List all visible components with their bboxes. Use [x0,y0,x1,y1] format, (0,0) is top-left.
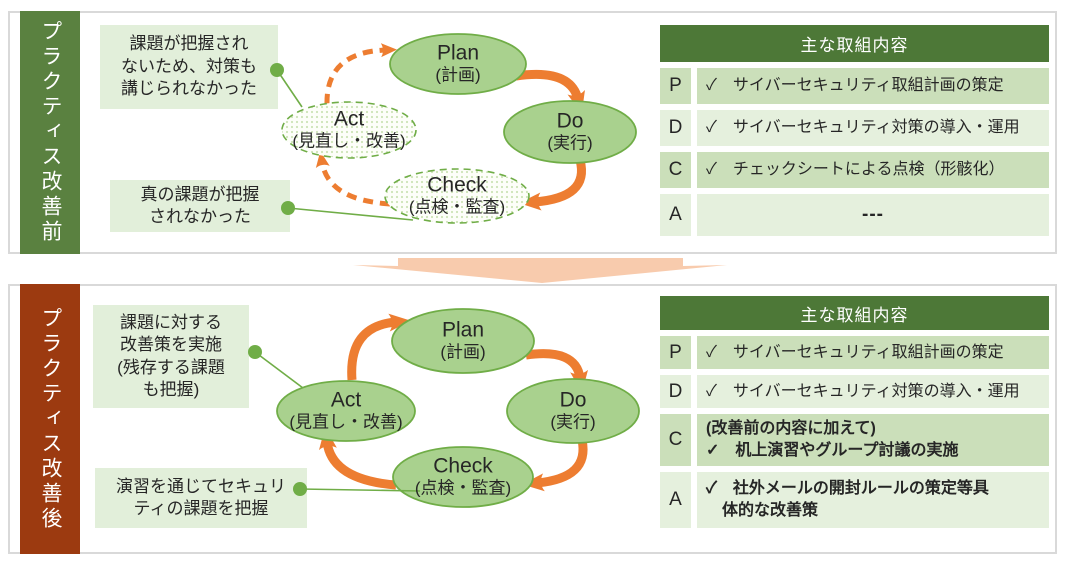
node-sub: (見直し・改善) [292,131,406,151]
row-text: ✓ 社外メールの開封ルールの策定等具 体的な改善策 [697,472,1049,528]
row-text: ✓ チェックシートによる点検（形骸化） [697,152,1049,188]
after-table-row-a: A ✓ 社外メールの開封ルールの策定等具 体的な改善策 [660,472,1049,528]
row-text-value: ✓ サイバーセキュリティ取組計画の策定 [706,343,1004,361]
after-check-label: Check (点検・監査) [415,455,511,498]
row-text-value: --- [862,204,884,226]
node-word: Plan [436,41,480,65]
row-label: P [660,336,691,369]
node-word: Check [427,173,487,197]
before-callout-true-issues-missed: 真の課題が把握 されなかった [110,180,290,232]
node-sub: (点検・監査) [414,478,512,498]
after-do-label: Do (実行) [550,389,595,432]
after-callout-improvements-implemented: 課題に対する 改善策を実施 (残存する課題 も把握) [93,305,249,408]
after-callout-issues-found-via-drills: 演習を通じてセキュリ ティの課題を把握 [95,468,307,528]
row-text-value: ✓ 社外メールの開封ルールの策定等具 体的な改善策 [706,480,989,519]
row-text-value: ✓ サイバーセキュリティ対策の導入・運用 [706,382,1020,400]
before-table-header: 主な取組内容 [660,25,1049,62]
node-sub: (実行) [550,412,596,432]
row-text: ✓ サイバーセキュリティ対策の導入・運用 [697,375,1049,408]
before-table-row-c: C ✓ チェックシートによる点検（形骸化） [660,152,1049,188]
before-callout-no-countermeasures: 課題が把握され ないため、対策も 講じられなかった [100,25,278,109]
after-act-label: Act (見直し・改善) [289,389,402,432]
transition-down-arrow [353,258,727,283]
callout-text: 真の課題が把握 されなかった [140,184,260,226]
row-text-value: (改善前の内容に加えて) ✓ 机上演習やグループ討議の実施 [706,420,959,459]
node-sub: (点検・監査) [408,197,506,217]
after-table-row-p: P ✓ サイバーセキュリティ取組計画の策定 [660,336,1049,369]
node-word: Do [559,388,587,412]
node-word: Act [330,388,362,412]
callout-text: 課題に対する 改善策を実施 (残存する課題 も把握) [117,312,225,399]
after-table-row-d: D ✓ サイバーセキュリティ対策の導入・運用 [660,375,1049,408]
row-label: D [660,110,691,146]
before-table-row-d: D ✓ サイバーセキュリティ対策の導入・運用 [660,110,1049,146]
after-sidebar-label: プラクティス改善後 [20,284,80,554]
callout-text: 課題が把握され ないため、対策も 講じられなかった [121,34,257,99]
after-table-header: 主な取組内容 [660,296,1049,330]
row-text: ✓ サイバーセキュリティ対策の導入・運用 [697,110,1049,146]
row-text: ✓ サイバーセキュリティ取組計画の策定 [697,336,1049,369]
node-sub: (見直し・改善) [289,412,403,432]
before-table-row-p: P ✓ サイバーセキュリティ取組計画の策定 [660,68,1049,104]
node-sub: (実行) [547,133,593,153]
after-plan-label: Plan (計画) [440,319,485,362]
row-label: A [660,472,691,528]
row-label: A [660,194,691,236]
after-section-frame [8,284,1057,554]
callout-text: 演習を通じてセキュリ ティの課題を把握 [116,476,286,518]
before-section-frame [8,11,1057,254]
before-check-label: Check (点検・監査) [409,174,505,217]
row-label: D [660,375,691,408]
row-text-value: ✓ サイバーセキュリティ取組計画の策定 [706,77,1004,95]
before-do-label: Do (実行) [547,110,592,153]
node-word: Do [556,109,584,133]
row-text: ✓ サイバーセキュリティ取組計画の策定 [697,68,1049,104]
before-table-row-a: A --- [660,194,1049,236]
node-sub: (計画) [435,65,481,85]
before-act-label: Act (見直し・改善) [292,108,405,151]
row-label: C [660,152,691,188]
row-text-value: ✓ チェックシートによる点検（形骸化） [706,161,1005,179]
before-plan-label: Plan (計画) [435,42,480,85]
row-text-value: ✓ サイバーセキュリティ対策の導入・運用 [706,119,1020,137]
node-word: Check [433,454,493,478]
row-label: P [660,68,691,104]
before-sidebar-label: プラクティス改善前 [20,11,80,254]
row-label: C [660,414,691,466]
after-table-row-c: C (改善前の内容に加えて) ✓ 机上演習やグループ討議の実施 [660,414,1049,466]
node-word: Act [333,107,365,131]
node-sub: (計画) [440,342,486,362]
row-text: (改善前の内容に加えて) ✓ 机上演習やグループ討議の実施 [697,414,1049,466]
node-word: Plan [441,318,485,342]
row-text: --- [697,194,1049,236]
